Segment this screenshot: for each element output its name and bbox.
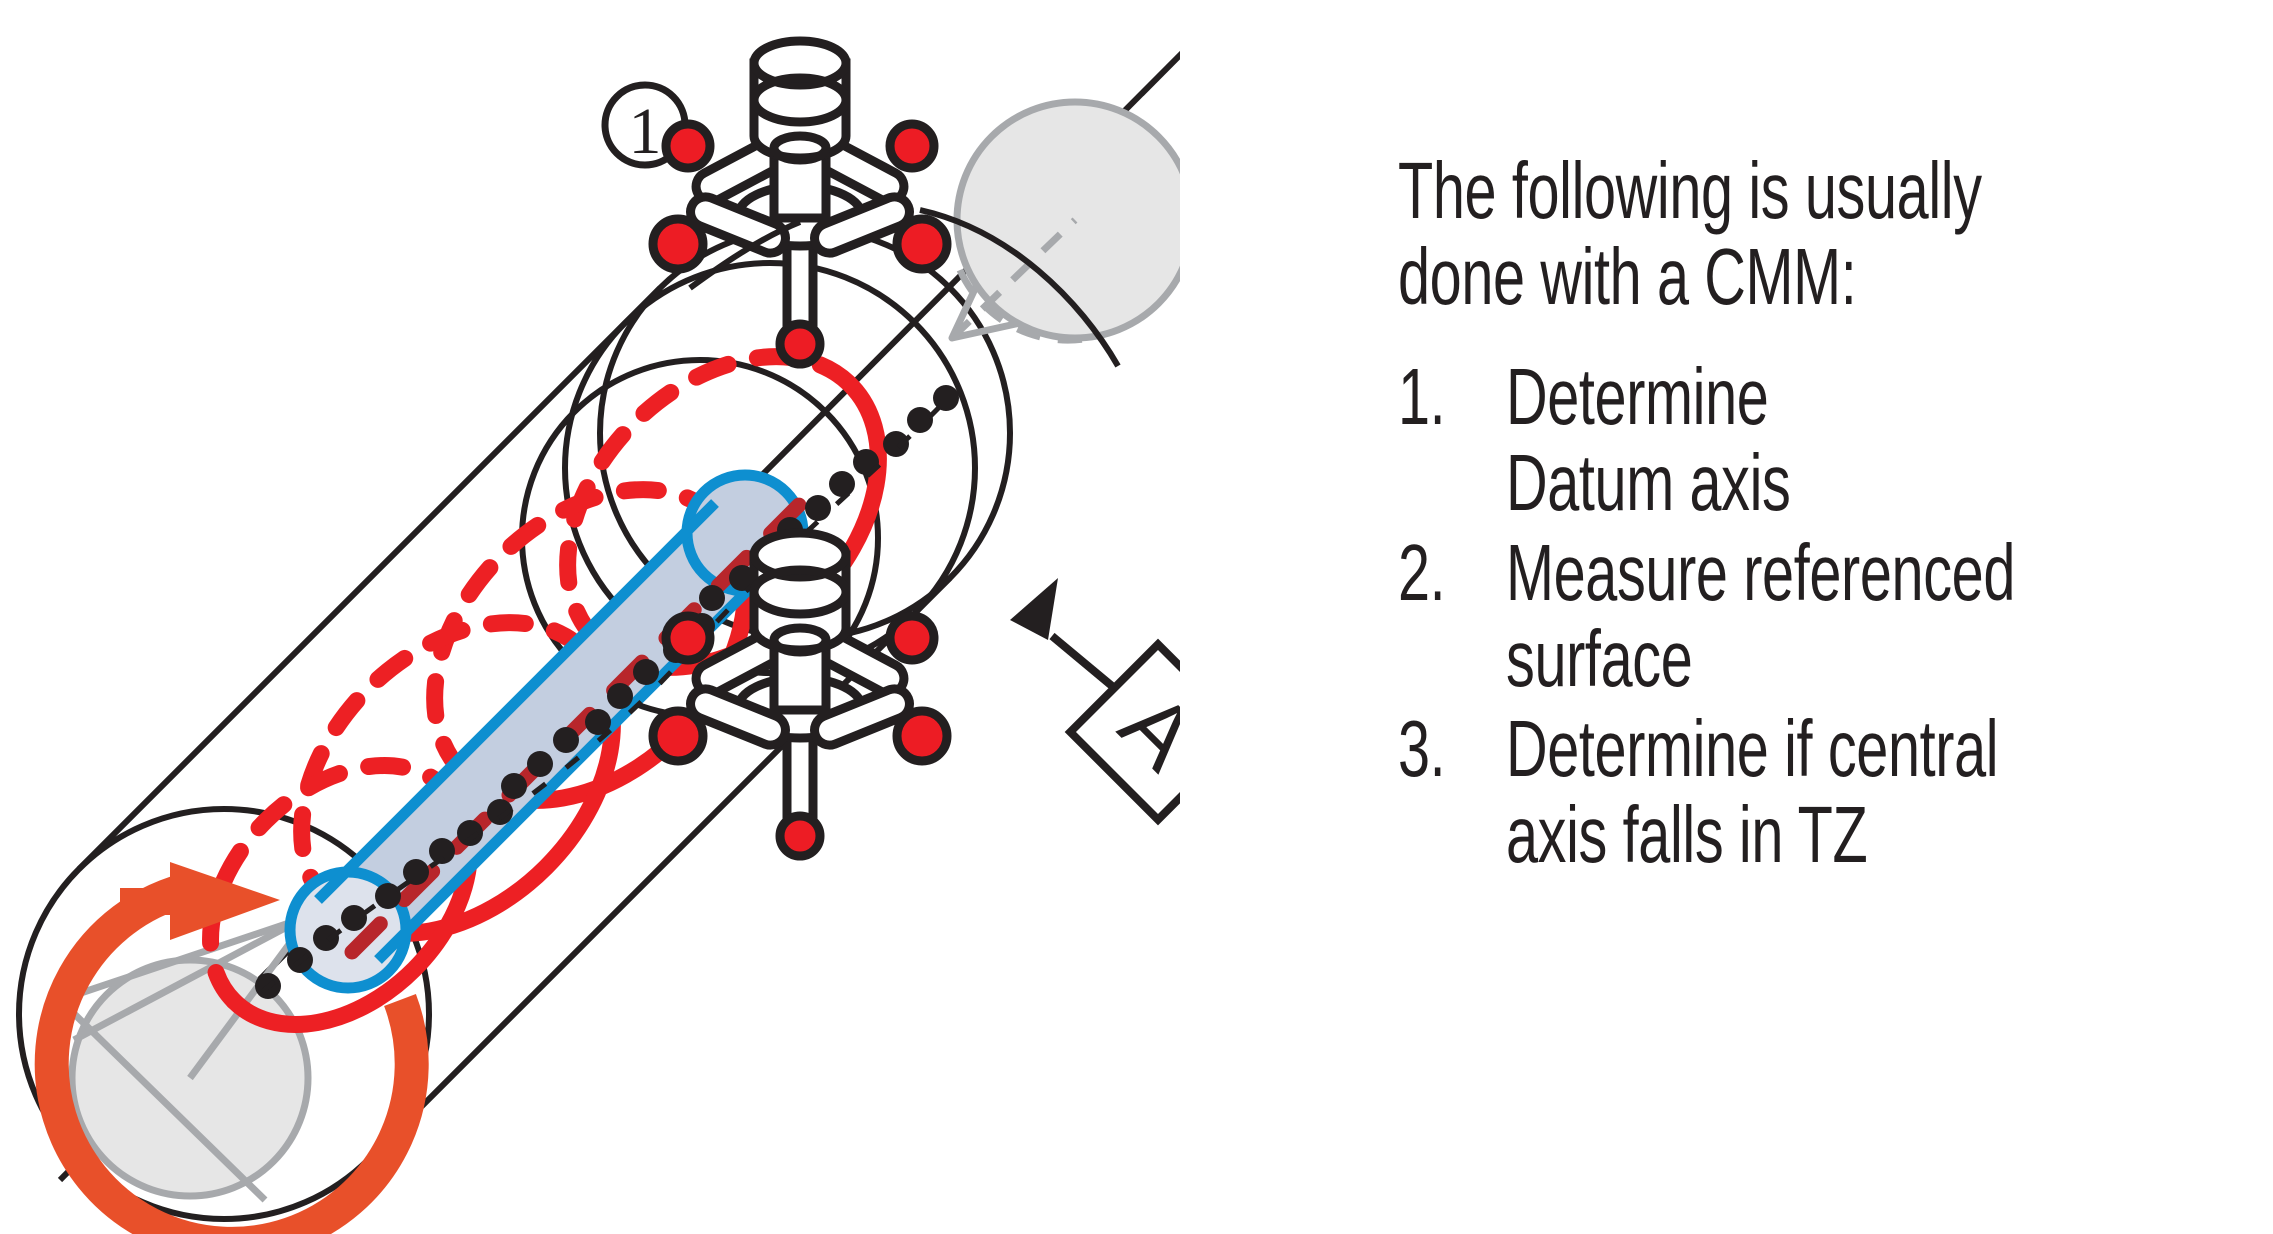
notes-item-3: 3. Determine if central axis falls in TZ [1398, 706, 2258, 878]
notes-item-3-number: 3. [1398, 704, 1446, 793]
datum-triangle [1010, 578, 1058, 640]
notes-list: 1. Determine Datum axis 2. Measure refer… [1398, 354, 2258, 878]
datum-feature-symbol: A [1010, 578, 1180, 826]
notes-item-2-text: Measure referenced surface [1506, 528, 2015, 703]
notes-item-1-number: 1. [1398, 352, 1446, 441]
probe-leader-lines [688, 207, 1121, 368]
rotation-arrow [34, 862, 429, 1234]
grey-cone-sphere-top [948, 98, 1180, 344]
cmm-runout-illustration: A 1 [15, 0, 1180, 1234]
callout-label: 1 [629, 95, 662, 168]
notes-item-2: 2. Measure referenced surface [1398, 530, 2258, 702]
notes-item-2-number: 2. [1398, 528, 1446, 617]
notes-item-1: 1. Determine Datum axis [1398, 354, 2258, 526]
notes-item-1-text: Determine Datum axis [1506, 352, 1791, 527]
notes-heading: The following is usually done with a CMM… [1398, 146, 1982, 321]
notes-panel: The following is usually done with a CMM… [1398, 148, 2258, 882]
datum-box: A [1064, 638, 1180, 826]
notes-item-3-text: Determine if central axis falls in TZ [1506, 704, 1999, 879]
hidden-construction-circle [519, 357, 881, 719]
datum-leader-line [1049, 632, 1115, 690]
